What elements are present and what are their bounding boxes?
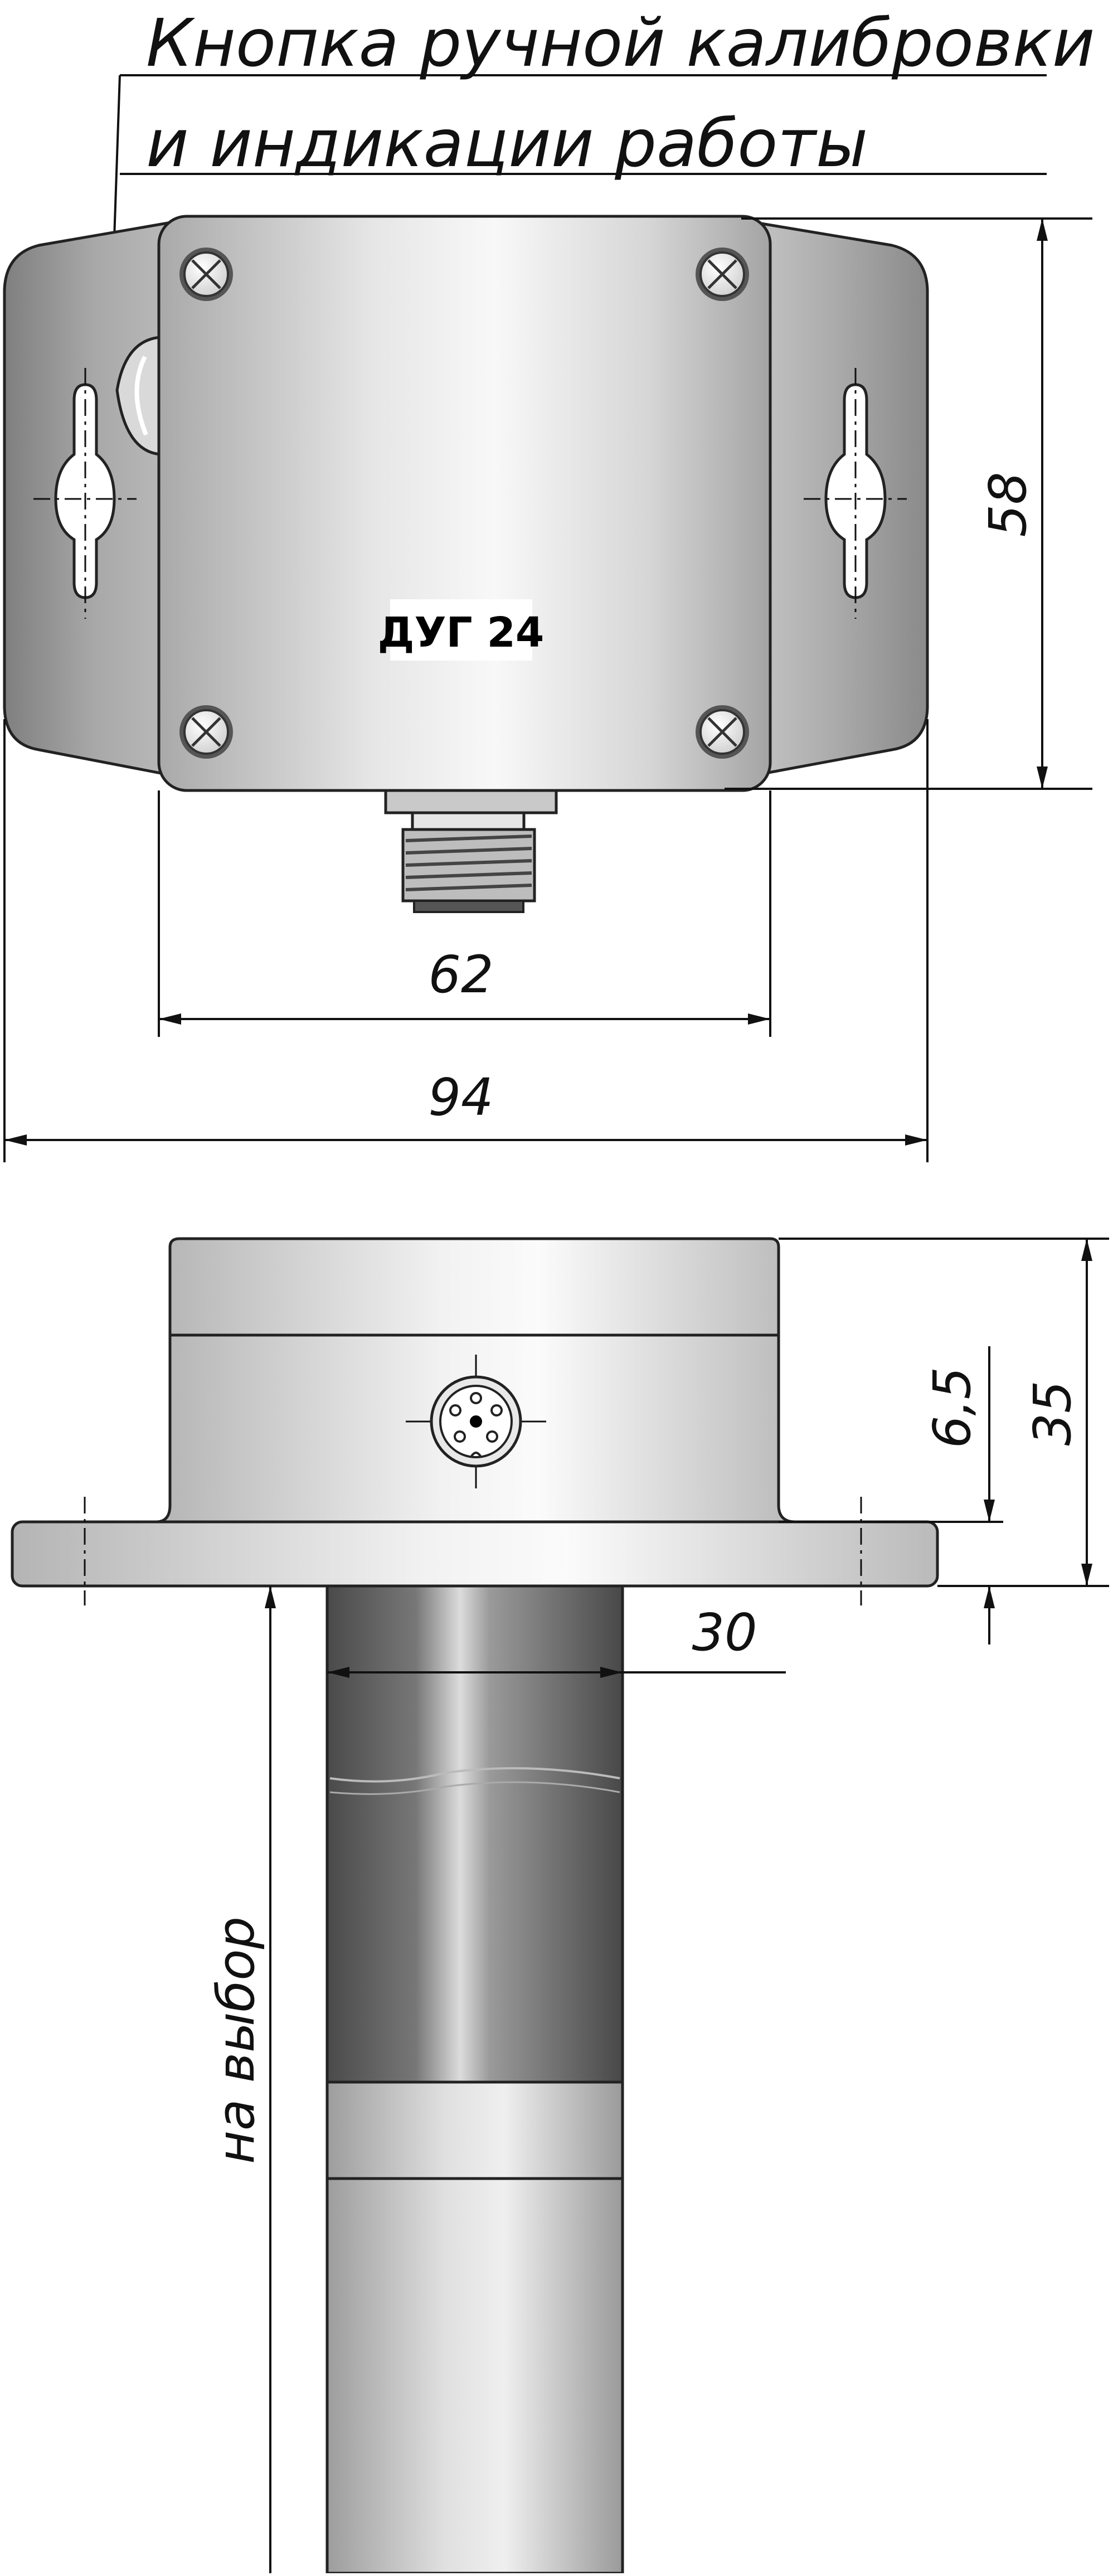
round-connector xyxy=(406,1355,546,1488)
dimension-35: 35 xyxy=(779,1238,1109,1586)
front-view: ДУГ 24 58 62 xyxy=(3,215,1092,1162)
dimension-probe-length-label: на выбор xyxy=(206,1917,266,2164)
bottom-connector xyxy=(384,789,558,913)
dimension-35-label: 35 xyxy=(1023,1380,1082,1445)
label-plate xyxy=(390,599,532,661)
dimension-62-label: 62 xyxy=(428,945,493,1005)
mounting-slot-icon xyxy=(804,368,907,619)
callout: Кнопка ручной калибровки и индикации раб… xyxy=(101,4,1095,394)
housing-body xyxy=(157,215,772,792)
callout-line-2: и индикации работы xyxy=(146,105,868,182)
calibration-button xyxy=(115,336,162,456)
dimension-6-5-label: 6,5 xyxy=(922,1367,982,1448)
dimension-30-label: 30 xyxy=(692,1603,757,1662)
base-flange xyxy=(11,1520,939,1588)
mounting-slot-icon xyxy=(33,368,137,619)
probe xyxy=(325,1584,624,2575)
screw-icon xyxy=(179,248,233,301)
screw-icon xyxy=(179,705,233,759)
screw-icon xyxy=(696,705,749,759)
dimension-probe-length: на выбор xyxy=(206,1586,276,2573)
side-view: 6,5 35 30 на выбор xyxy=(11,1237,1109,2575)
dimension-94: 94 xyxy=(3,719,929,1162)
dimension-6-5: 6,5 xyxy=(779,1346,1109,1644)
dimension-58: 58 xyxy=(725,217,1092,790)
screw-icon xyxy=(696,248,749,301)
dimension-62: 62 xyxy=(158,790,771,1037)
dimension-58-label: 58 xyxy=(978,472,1038,537)
dimension-94-label: 94 xyxy=(428,1068,493,1127)
dimension-30: 30 xyxy=(327,1603,786,1678)
connector-pin-icon xyxy=(449,1392,503,1457)
device-label: ДУГ 24 xyxy=(378,609,545,657)
callout-line-1: Кнопка ручной калибровки xyxy=(146,4,1095,81)
